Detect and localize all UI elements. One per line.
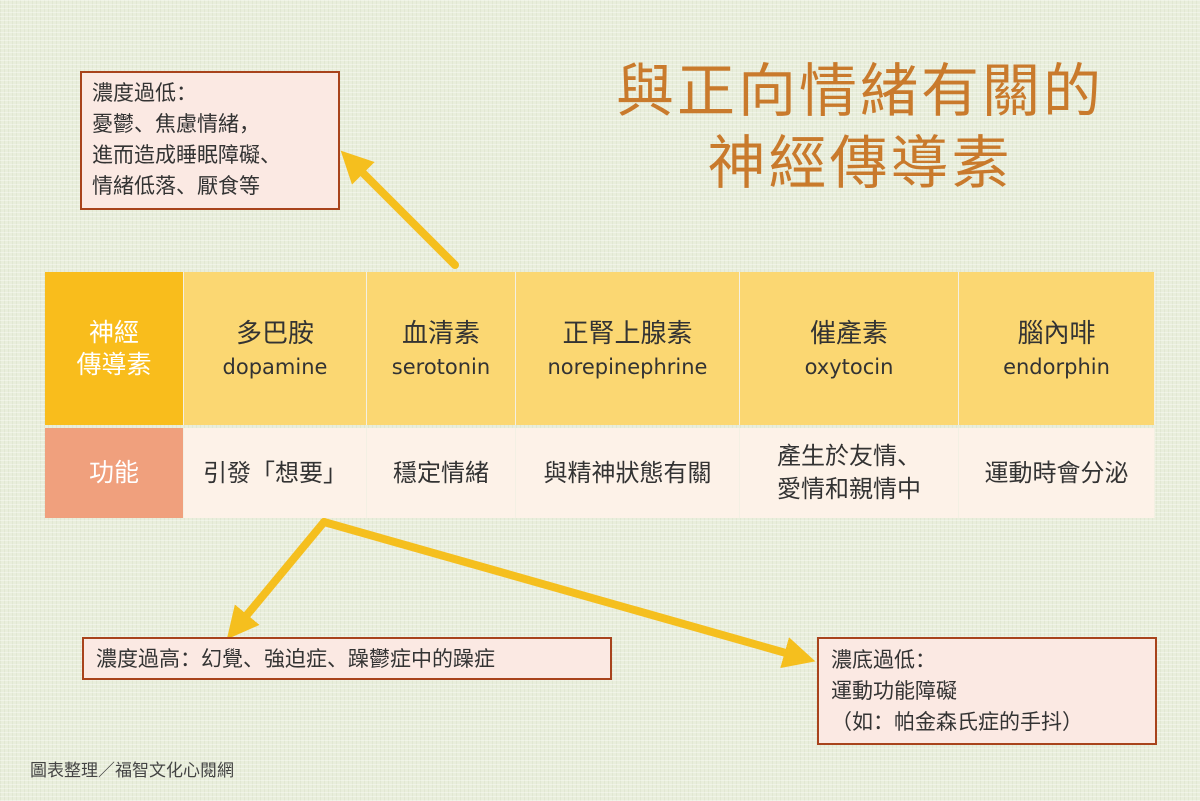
function-text: 與精神狀態有關 [543,458,712,487]
note-line: 濃底過低： [831,648,936,672]
neurotransmitter-zh: 血清素 [401,318,480,349]
note-line: 憂鬱、焦慮情緒， [92,112,260,136]
neurotransmitter-en: serotonin [391,354,491,379]
arrow-to-high-note [226,518,328,640]
header-line: 神經 [88,317,139,347]
note-motor-function: 濃底過低： 運動功能障礙 （如：帕金森氏症的手抖） [817,637,1157,745]
function-cell-norepinephrine: 與精神狀態有關 [516,428,740,518]
function-cell-serotonin: 穩定情緒 [367,428,516,518]
note-line: 濃度過低： [92,81,197,105]
neurotransmitter-en: norepinephrine [547,354,708,379]
note-line: 情緒低落、厭食等 [92,174,260,198]
note-low-concentration: 濃度過低： 憂鬱、焦慮情緒， 進而造成睡眠障礙、 情緒低落、厭食等 [80,71,340,210]
neurotransmitter-cell-norepinephrine: 正腎上腺素 norepinephrine [516,272,740,425]
neurotransmitter-cell-serotonin: 血清素 serotonin [367,272,516,425]
function-text: 穩定情緒 [393,458,489,487]
function-cell-endorphin: 運動時會分泌 [959,428,1155,518]
neurotransmitter-cell-dopamine: 多巴胺 dopamine [184,272,367,425]
neurotransmitter-zh: 正腎上腺素 [562,318,693,349]
page-title: 與正向情緒有關的 神經傳導素 [560,55,1160,199]
neurotransmitter-en: endorphin [1003,354,1110,379]
note-line: 進而造成睡眠障礙、 [92,143,281,167]
neurotransmitter-zh: 多巴胺 [235,318,314,349]
row-header-function: 功能 [45,428,184,518]
neurotransmitter-en: oxytocin [804,354,894,379]
row-header-neurotransmitter: 神經 傳導素 [45,272,184,425]
function-text: 愛情和親情中 [777,475,921,503]
note-line: （如：帕金森氏症的手抖） [831,710,1083,734]
function-row: 功能 引發「想要」 穩定情緒 與精神狀態有關 產生於友情、 愛情和親情中 運動時… [45,428,1155,518]
function-text: 產生於友情、 [777,442,921,470]
neurotransmitter-cell-endorphin: 腦內啡 endorphin [959,272,1155,425]
note-line: 運動功能障礙 [831,679,957,703]
header-line: 傳導素 [76,349,152,379]
note-line: 濃度過高：幻覺、強迫症、躁鬱症中的躁症 [96,647,495,671]
function-cell-oxytocin: 產生於友情、 愛情和親情中 [740,428,959,518]
neurotransmitter-zh: 催產素 [809,318,888,349]
title-line-1: 與正向情緒有關的 [615,57,1104,125]
neurotransmitter-en: dopamine [222,354,328,379]
neurotransmitter-cell-oxytocin: 催產素 oxytocin [740,272,959,425]
neurotransmitter-table: 神經 傳導素 多巴胺 dopamine 血清素 serotonin 正腎上腺素 … [45,272,1155,518]
function-text: 運動時會分泌 [984,458,1129,487]
title-line-2: 神經傳導素 [707,129,1013,197]
header-line: 功能 [88,458,139,487]
neurotransmitter-zh: 腦內啡 [1017,318,1096,349]
note-high-concentration: 濃度過高：幻覺、強迫症、躁鬱症中的躁症 [82,637,612,680]
source-credit: 圖表整理／福智文化心閱網 [30,761,234,781]
arrow-to-low-note [340,150,459,269]
function-cell-dopamine: 引發「想要」 [184,428,367,518]
neurotransmitter-row: 神經 傳導素 多巴胺 dopamine 血清素 serotonin 正腎上腺素 … [45,272,1155,425]
function-text: 引發「想要」 [203,458,347,487]
